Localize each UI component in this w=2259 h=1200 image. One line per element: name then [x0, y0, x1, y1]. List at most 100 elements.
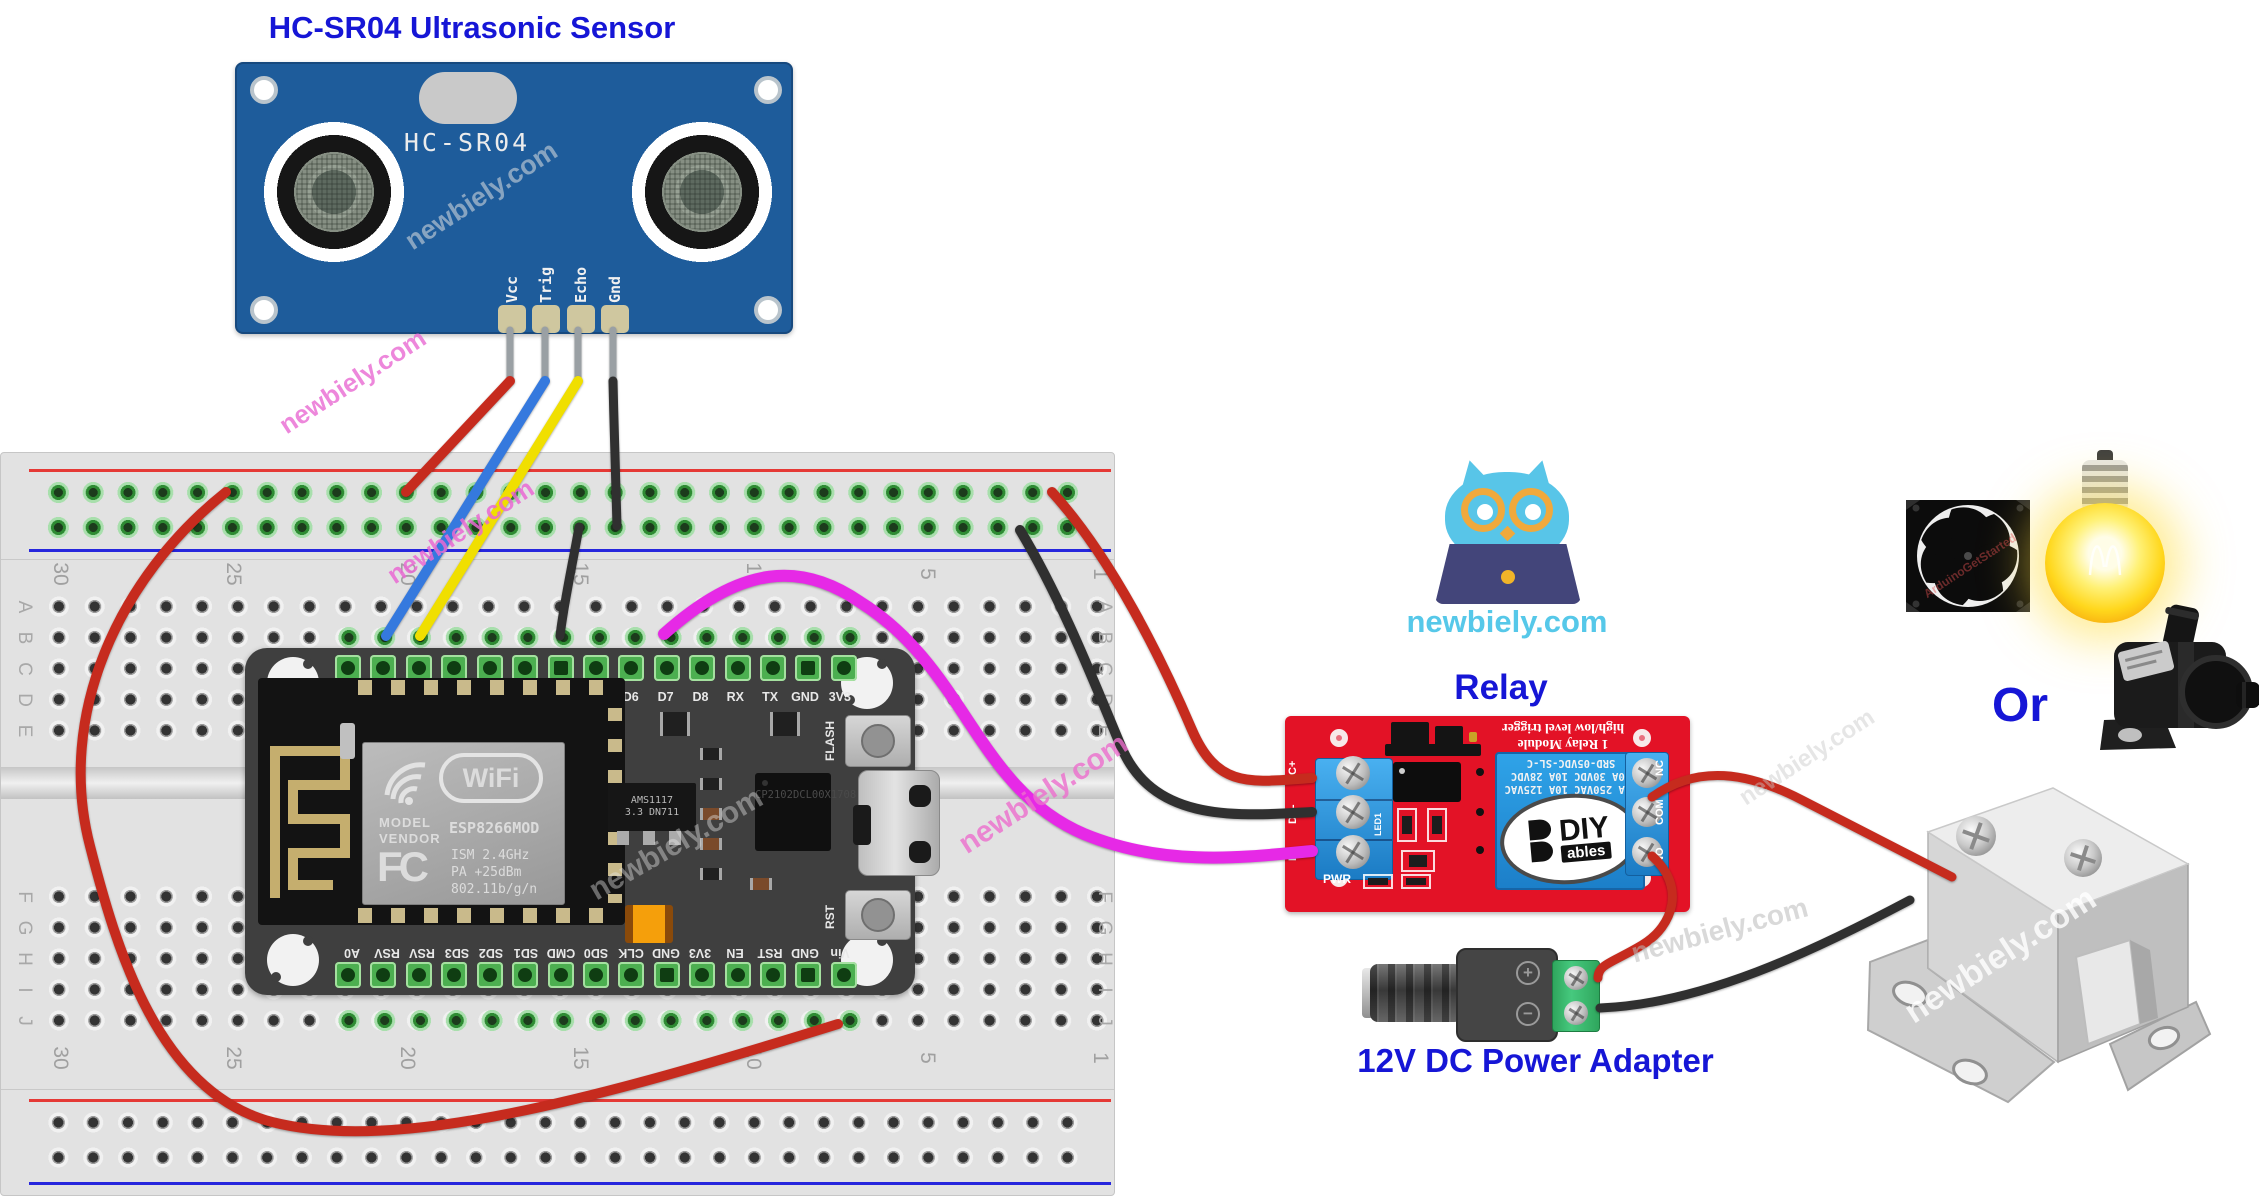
usb-contact — [909, 841, 931, 863]
bulb-globe — [2045, 503, 2165, 623]
smd-outline — [1427, 808, 1447, 842]
reset-button[interactable] — [845, 890, 911, 940]
mcu-top-pins-item — [618, 655, 645, 681]
or-label: Or — [1991, 679, 2048, 732]
relay-ratings-item: SRD-05VDC-SL-C — [1526, 757, 1616, 769]
jumper-cap — [1435, 726, 1463, 756]
column-numbers-bottom-item: 20 — [395, 1046, 419, 1070]
column-numbers-bottom-item: 10 — [742, 1046, 766, 1070]
optocoupler — [1393, 762, 1461, 802]
sensor-pin-pads-item — [532, 305, 561, 333]
mcu-bottom-pin-labels-item: CLK — [617, 946, 644, 960]
owl-glasses-right — [1509, 488, 1553, 532]
castellated-pads — [358, 680, 608, 695]
solenoid-lock — [1866, 787, 2212, 1104]
output-terminal-labels-item: NO — [1654, 847, 1666, 865]
smd-outline — [1401, 850, 1435, 872]
smd-resistor — [700, 778, 722, 790]
sensor-pin-labels-item: Echo — [571, 266, 590, 303]
mount-hole — [250, 76, 278, 104]
smd-resistor — [700, 868, 722, 880]
terminal-screw-dcplus[interactable] — [1336, 756, 1370, 790]
mcu-top-pin-labels-item: D8 — [692, 690, 709, 704]
mcu-bottom-pin-labels-item: SD2 — [479, 946, 504, 960]
input-terminal-labels-item: DC+ — [1287, 760, 1299, 784]
mcu-bottom-pins-item — [795, 962, 822, 988]
row-letters-left-top-item: B — [14, 631, 35, 645]
usb-tab — [853, 805, 871, 845]
divider — [1, 1089, 1114, 1090]
column-numbers-bottom-item: 30 — [49, 1046, 72, 1070]
column-numbers-bottom-item: 25 — [222, 1046, 246, 1070]
fan — [1906, 500, 2030, 612]
sensor-pin-pads — [498, 305, 629, 333]
smd-outline — [1397, 808, 1417, 842]
rail-positive-line-bottom — [29, 1099, 1111, 1102]
smd-outline — [1401, 874, 1431, 889]
column-numbers-top-item: 30 — [49, 562, 72, 586]
mcu-bottom-pin-labels-item: GND — [791, 946, 819, 960]
regulator-line2: 3.3 DN711 — [624, 807, 680, 818]
mcu-bottom-pins-item — [830, 962, 857, 988]
row-letters-right-top-item: E — [1094, 724, 1115, 738]
rf-specs-item: 802.11b/g/n — [451, 882, 538, 897]
row-letters-right-bottom-item: H — [1094, 952, 1115, 966]
mcu-bottom-pin-labels-item: SD0 — [583, 946, 609, 960]
mcu-bottom-pins-item — [335, 962, 361, 988]
mcu-top-pin-labels-item: TX — [762, 690, 779, 704]
mcu-top-pin-labels-item: 3V3 — [828, 690, 851, 704]
mcu-top-pin-labels-item: D7 — [657, 690, 674, 704]
mcu-top-pins-item — [830, 655, 857, 681]
terminal-screw-dcminus[interactable] — [1336, 795, 1370, 829]
row-letters-left-bottom-item: H — [14, 952, 35, 966]
jumper-pin — [1469, 732, 1477, 742]
row-letters-left-bottom-item: I — [14, 987, 35, 993]
row-letters-right-top-item: A — [1094, 600, 1115, 614]
flash-button[interactable] — [845, 715, 911, 767]
row-letters-left-bottom-item: J — [14, 1016, 35, 1026]
light-bulb — [2040, 445, 2170, 645]
crystal-oval — [419, 72, 517, 124]
mcu-bottom-pins — [335, 962, 857, 988]
active-row-bottom — [331, 1005, 869, 1036]
mcu-top-pins-item — [724, 655, 751, 681]
model-label: MODEL — [379, 815, 431, 830]
rail-positive-line — [29, 469, 1111, 472]
terminal-screw-in[interactable] — [1336, 835, 1370, 869]
rf-shield: WiFi MODEL VENDOR ESP8266MOD FC ISM 2.4G… — [362, 742, 565, 905]
trigger-select-jumper[interactable] — [1385, 722, 1485, 758]
sensor-title: HC-SR04 Ultrasonic Sensor — [268, 10, 676, 45]
diyables-logo-sub: ables — [1560, 840, 1612, 863]
smd-transistor — [660, 712, 690, 736]
mcu-bottom-pins-item — [405, 962, 432, 988]
watermark: newbiely.com — [273, 322, 432, 440]
regulator-line1: AMS1117 — [630, 795, 674, 806]
fcc-logo: FC — [377, 843, 429, 890]
column-numbers-bottom-item: 1 — [1088, 1052, 1112, 1064]
row-letters-left-bottom-item: F — [14, 891, 35, 903]
row-letters-right-top-item: B — [1094, 631, 1115, 645]
newbiely-owl-logo — [1435, 456, 1585, 610]
row-letters-left-top-item: C — [14, 662, 35, 676]
adapter-body — [1456, 948, 1558, 1042]
output-terminal-labels-item: NC — [1654, 760, 1666, 776]
sensor-pin-labels-item: Trig — [537, 266, 556, 303]
adapter-screw-plus[interactable] — [1564, 966, 1588, 990]
row-letters-left-top-item: A — [14, 600, 35, 614]
mcu-bottom-pins-item — [653, 962, 680, 988]
solder-point — [1476, 846, 1484, 854]
input-terminal-labels-item: IN — [1287, 850, 1299, 862]
adapter-screw-minus[interactable] — [1564, 1001, 1588, 1025]
mcu-top-pin-labels-item: GND — [791, 690, 819, 704]
mcu-bottom-pins-item — [689, 962, 716, 988]
reset-button-label: RST — [823, 905, 837, 929]
usb-contact — [909, 785, 931, 807]
row-letters-left-bottom-item: G — [14, 920, 35, 936]
